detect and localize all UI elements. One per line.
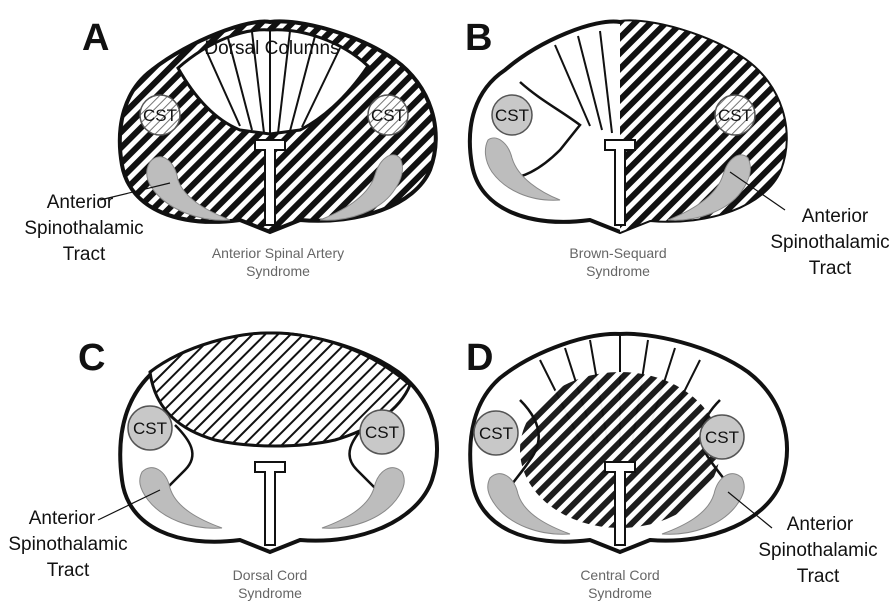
panel-b-caption-2: Syndrome [586, 263, 650, 279]
panel-d-caption-1: Central Cord [580, 567, 659, 583]
panel-d: D CST CST Anterior Spinothalamic Tract C… [466, 334, 878, 601]
panel-c: C CST CST Anterior Spinothalamic Tract D… [8, 333, 437, 601]
panel-a-tract-label-3: Tract [63, 244, 106, 265]
panel-c-letter: C [78, 337, 105, 379]
panel-d-tract-label-3: Tract [797, 566, 840, 587]
panel-c-cst-left-label: CST [133, 419, 167, 438]
panel-c-tract-label-3: Tract [47, 560, 90, 581]
panel-a-caption-2: Syndrome [246, 263, 310, 279]
panel-d-caption-2: Syndrome [588, 585, 652, 601]
panel-b-tract-label-1: Anterior [802, 206, 869, 227]
panel-b-caption-1: Brown-Sequard [569, 245, 666, 261]
panel-a-cst-left-label: CST [143, 106, 177, 125]
panel-b-cst-right-label: CST [718, 106, 752, 125]
panel-d-tract-label-1: Anterior [787, 514, 854, 535]
panel-a-tract-label-1: Anterior [47, 192, 114, 213]
panel-a-tract-label-2: Spinothalamic [24, 218, 143, 239]
panel-a-caption-1: Anterior Spinal Artery [212, 245, 344, 261]
panel-b: B CST CST Anterior Spinothalamic Tract B… [465, 17, 890, 279]
panel-c-cst-right-label: CST [365, 423, 399, 442]
panel-c-tract-label-1: Anterior [29, 508, 96, 529]
panel-d-cst-right-label: CST [705, 428, 739, 447]
panel-d-letter: D [466, 337, 493, 379]
panel-d-tract-label-2: Spinothalamic [758, 540, 877, 561]
panel-a-letter: A [82, 17, 109, 59]
panel-c-caption-2: Syndrome [238, 585, 302, 601]
panel-a-dorsal-label: Dorsal Columns [204, 38, 339, 59]
panel-b-cst-left-label: CST [495, 106, 529, 125]
panel-b-tract-label-3: Tract [809, 258, 852, 279]
panel-b-tract-label-2: Spinothalamic [770, 232, 889, 253]
panel-c-tract-label-2: Spinothalamic [8, 534, 127, 555]
panel-c-caption-1: Dorsal Cord [233, 567, 308, 583]
panel-d-cst-left-label: CST [479, 424, 513, 443]
panel-b-letter: B [465, 17, 492, 59]
panel-a-cst-right-label: CST [371, 106, 405, 125]
panel-a: A CST CST Dorsal Columns Anterior Spinot… [24, 17, 435, 279]
